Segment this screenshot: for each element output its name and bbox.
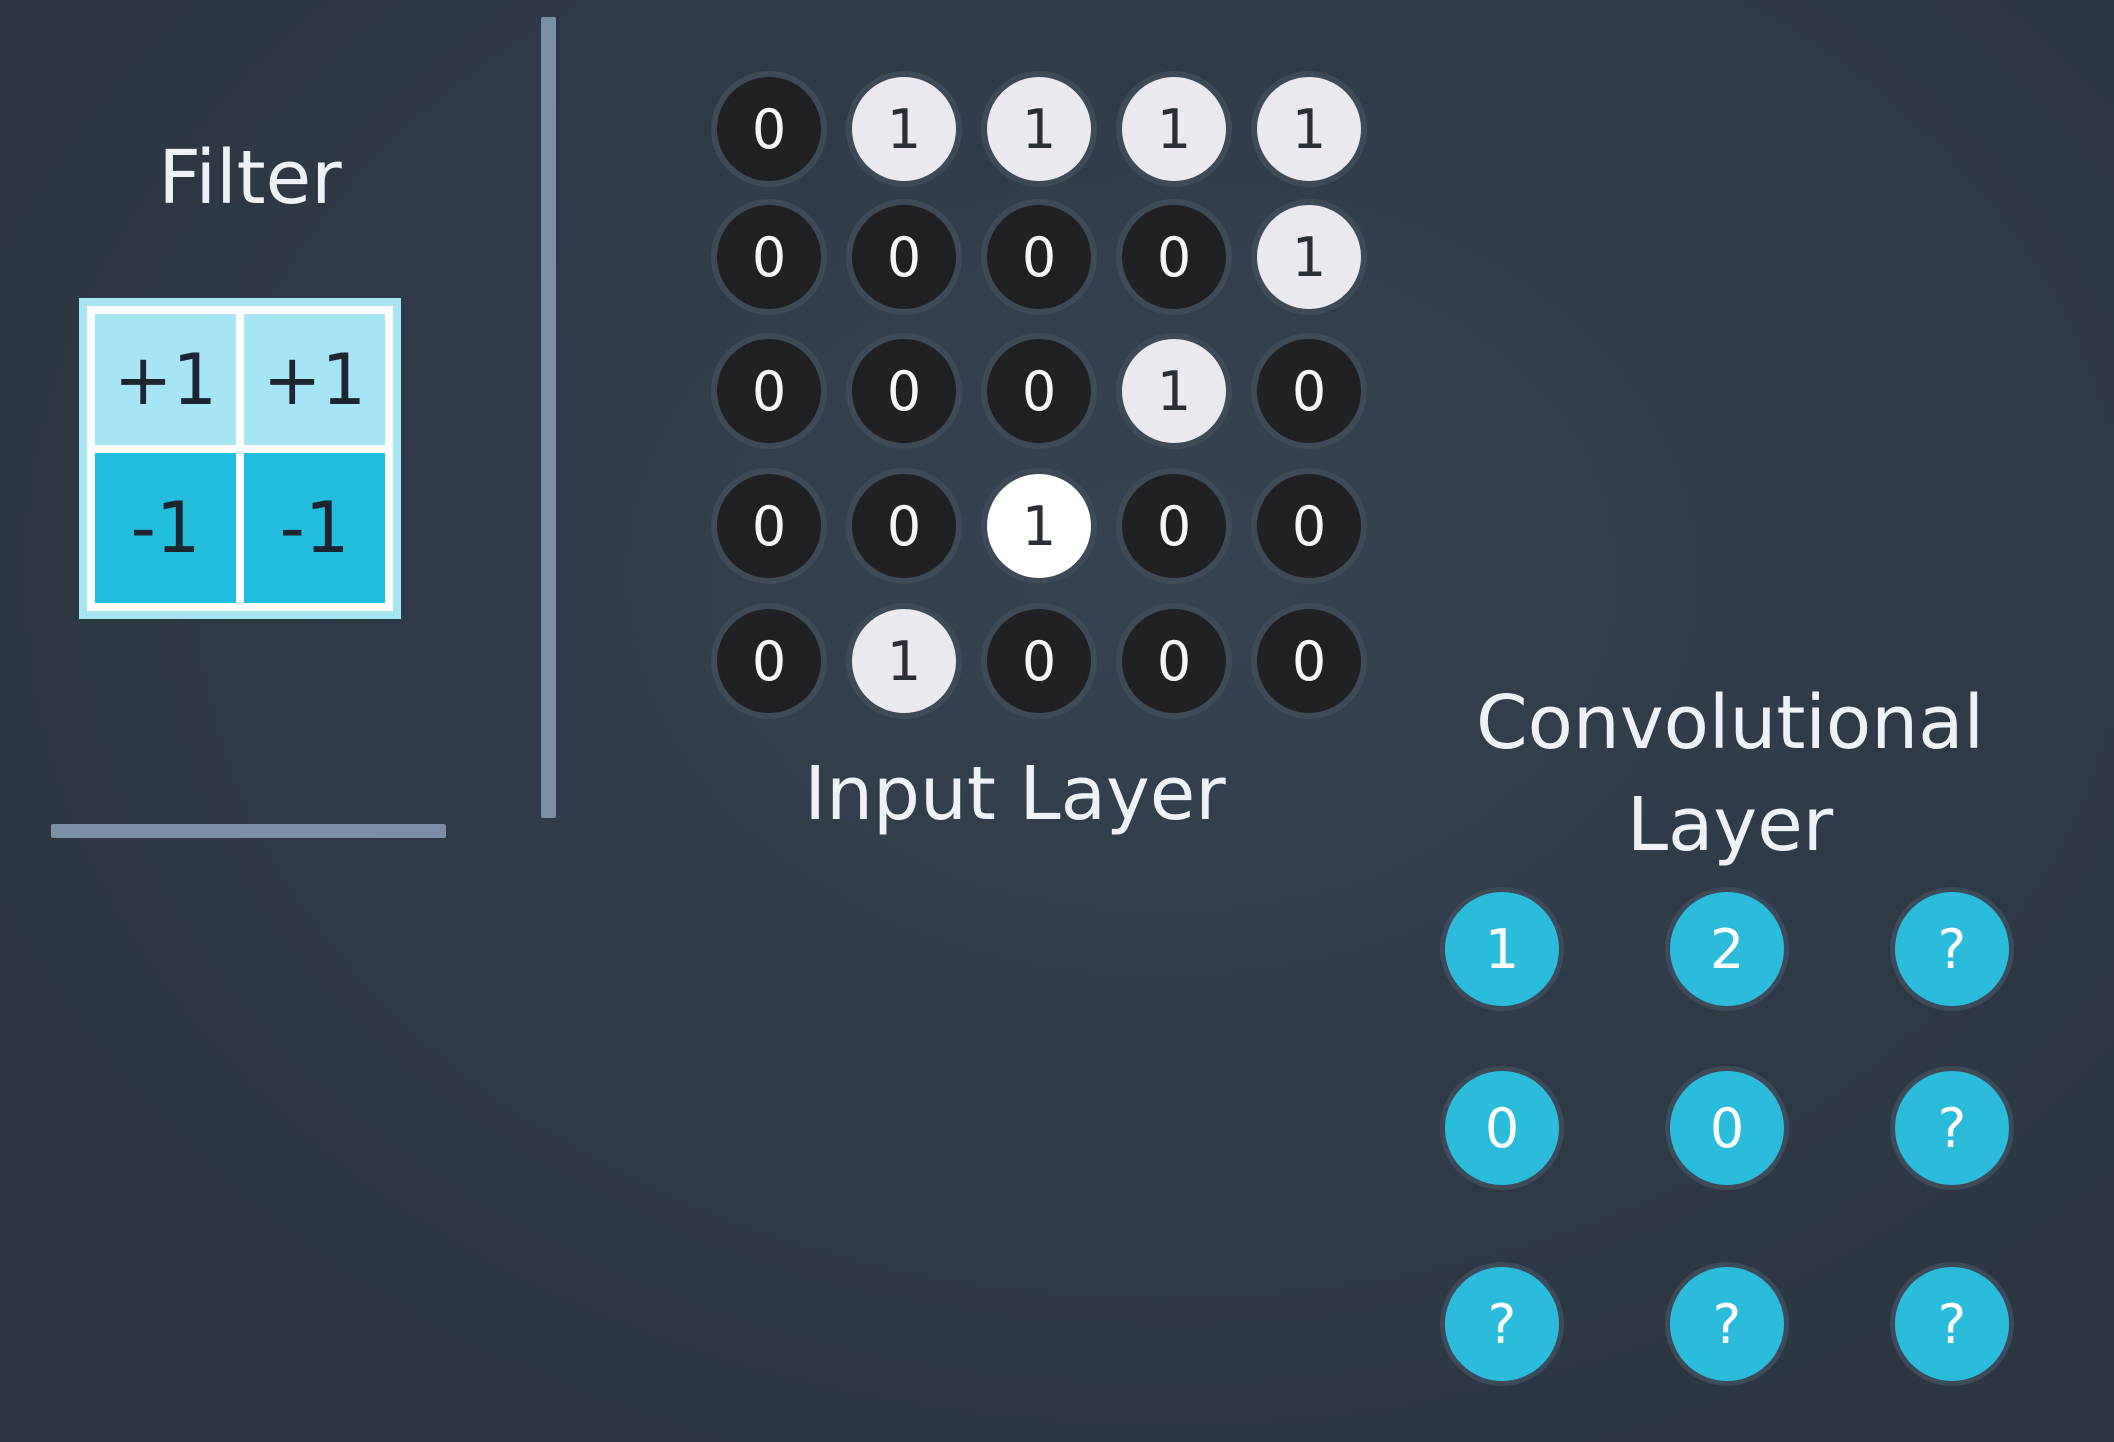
input-node: 0 (711, 468, 827, 584)
input-layer-label: Input Layer (804, 751, 1226, 837)
convolutional-label-line: Layer (1626, 782, 1834, 868)
input-node: 0 (846, 468, 962, 584)
conv-node: ? (1665, 1262, 1789, 1386)
input-node: 0 (1116, 468, 1232, 584)
input-node: 1 (981, 71, 1097, 187)
conv-node: 1 (1440, 887, 1564, 1011)
input-node: 1 (1116, 333, 1232, 449)
conv-node: 0 (1665, 1066, 1789, 1190)
filter-matrix: +1 +1 -1 -1 (79, 298, 401, 619)
vertical-divider (541, 17, 556, 818)
input-node: 0 (981, 333, 1097, 449)
input-node: 1 (1116, 71, 1232, 187)
filter-cell: +1 (95, 314, 236, 445)
conv-node: ? (1890, 1066, 2014, 1190)
input-node: 0 (711, 333, 827, 449)
input-node: 1 (981, 468, 1097, 584)
filter-title: Filter (158, 135, 342, 221)
filter-cell: +1 (244, 314, 385, 445)
input-node: 1 (1251, 199, 1367, 315)
input-node: 0 (981, 199, 1097, 315)
input-node: 0 (846, 199, 962, 315)
input-node: 1 (846, 603, 962, 719)
horizontal-divider (51, 824, 446, 838)
conv-node: ? (1440, 1262, 1564, 1386)
input-node: 0 (1251, 468, 1367, 584)
input-node: 0 (711, 199, 827, 315)
input-node: 0 (1116, 199, 1232, 315)
input-node: 0 (1251, 603, 1367, 719)
input-node: 0 (711, 603, 827, 719)
input-node: 0 (846, 333, 962, 449)
filter-cell: -1 (95, 453, 236, 603)
filter-cell: -1 (244, 453, 385, 603)
conv-node: ? (1890, 1262, 2014, 1386)
input-node: 0 (981, 603, 1097, 719)
conv-node: ? (1890, 887, 2014, 1011)
convolutional-layer-label: Convolutional Layer (1420, 672, 2040, 876)
input-node: 1 (1251, 71, 1367, 187)
input-node: 0 (1251, 333, 1367, 449)
conv-node: 2 (1665, 887, 1789, 1011)
conv-node: 0 (1440, 1066, 1564, 1190)
input-node: 1 (846, 71, 962, 187)
convolutional-label-line: Convolutional (1475, 680, 1985, 766)
input-node: 0 (1116, 603, 1232, 719)
input-node: 0 (711, 71, 827, 187)
